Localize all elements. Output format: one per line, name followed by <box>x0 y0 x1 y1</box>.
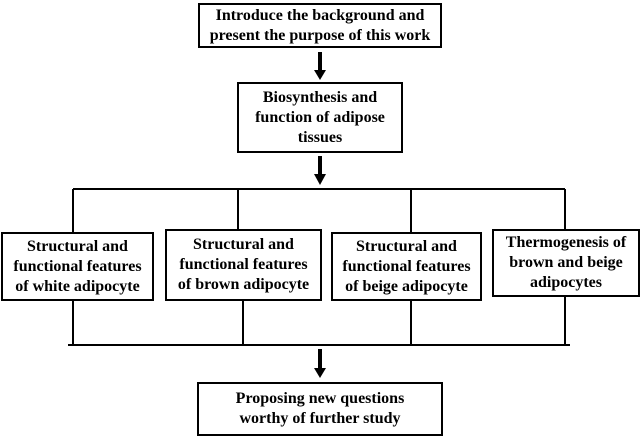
node-questions-label: Proposing new questions worthy of furthe… <box>235 390 405 427</box>
node-brown-adipocyte: Structural and functional features of br… <box>165 229 322 301</box>
node-beige-adipocyte: Structural and functional features of be… <box>331 232 482 301</box>
node-questions: Proposing new questions worthy of furthe… <box>197 382 443 436</box>
node-white-adipocyte: Structural and functional features of wh… <box>1 232 154 301</box>
node-intro: Introduce the background and present the… <box>198 3 442 48</box>
arrowhead-branch-to-questions <box>314 368 326 378</box>
node-biosynthesis: Biosynthesis and function of adipose tis… <box>237 82 403 153</box>
arrowhead-intro-to-biosynthesis <box>314 70 326 80</box>
node-intro-label: Introduce the background and present the… <box>209 6 431 44</box>
node-brown-adipocyte-label: Structural and functional features of br… <box>177 236 310 293</box>
node-white-adipocyte-label: Structural and functional features of wh… <box>13 237 142 295</box>
node-thermogenesis-label: Thermogenesis of brown and beige adipocy… <box>505 234 627 291</box>
node-thermogenesis: Thermogenesis of brown and beige adipocy… <box>492 229 640 297</box>
node-beige-adipocyte-label: Structural and functional features of be… <box>342 237 471 295</box>
arrowhead-biosynthesis-to-branch <box>314 174 326 185</box>
node-biosynthesis-label: Biosynthesis and function of adipose tis… <box>255 88 385 146</box>
